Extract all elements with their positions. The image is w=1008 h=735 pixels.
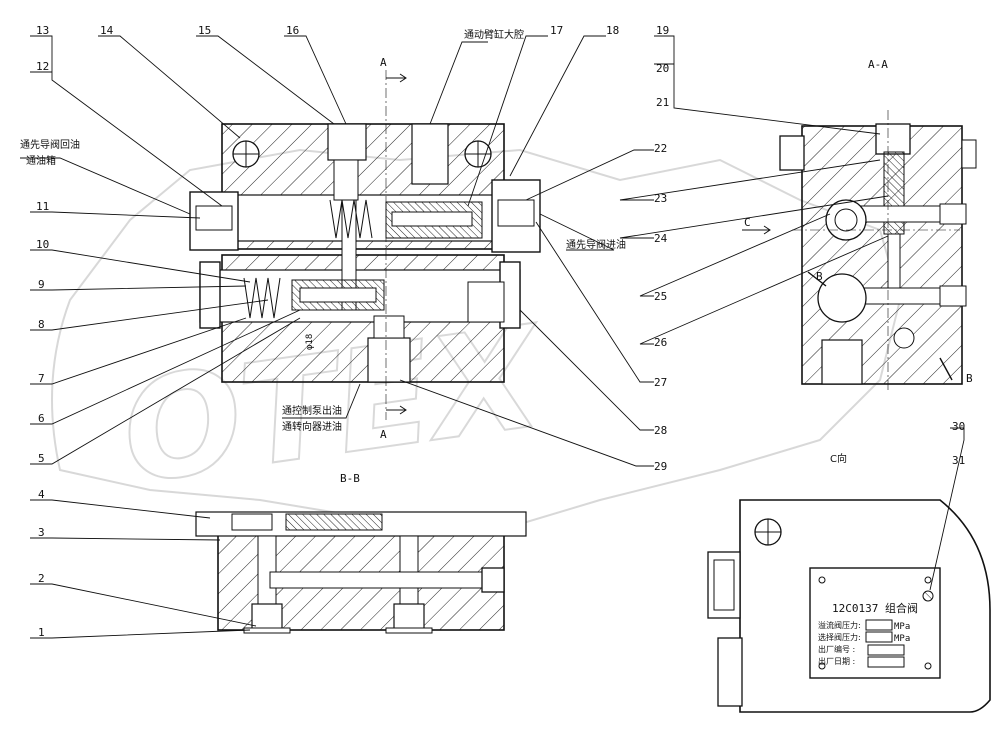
section-bb-view	[195, 511, 527, 634]
callout-13: 13	[36, 24, 49, 37]
view-label-c: C向	[830, 452, 847, 465]
callout-9: 9	[38, 278, 45, 291]
callout-17: 17	[550, 24, 563, 37]
callout-16: 16	[286, 24, 299, 37]
callout-3: 3	[38, 526, 45, 539]
callout-29: 29	[654, 460, 667, 473]
annotation-pilot-return-2: 通油箱	[26, 154, 56, 167]
arrow-label-b2: B	[816, 270, 823, 283]
callout-2: 2	[38, 572, 45, 585]
callout-19: 19	[656, 24, 669, 37]
callout-numbers: 13 12 11 10 9 8 7 6 5 4 3 2 1 14 15 16 1…	[36, 24, 965, 639]
arrow-label-b: B	[966, 372, 973, 385]
leader-lines	[20, 35, 965, 639]
callout-10: 10	[36, 238, 49, 251]
callout-5: 5	[38, 452, 45, 465]
main-section-view	[189, 70, 541, 420]
callout-30: 30	[952, 420, 965, 433]
callout-22: 22	[654, 142, 667, 155]
callout-27: 27	[654, 376, 667, 389]
nameplate-row-1-unit: MPa	[894, 622, 910, 632]
callout-1: 1	[38, 626, 45, 639]
nameplate: 12C0137 组合阀 溢流阀压力: MPa 选择阀压力: MPa 出厂编号 :…	[809, 567, 941, 679]
callout-23: 23	[654, 192, 667, 205]
nameplate-title: 12C0137 组合阀	[832, 601, 918, 615]
callout-20: 20	[656, 62, 669, 75]
view-label-aa: A-A	[868, 58, 888, 71]
nameplate-row-1-label: 溢流阀压力:	[818, 620, 861, 630]
watermark-gear-outline	[51, 148, 902, 532]
nameplate-row-2-unit: MPa	[894, 634, 910, 644]
annotation-control-pump: 通控制泵出油	[282, 404, 342, 417]
callout-8: 8	[38, 318, 45, 331]
callout-15: 15	[198, 24, 211, 37]
callout-12: 12	[36, 60, 49, 73]
nameplate-row-2-label: 选择阀压力:	[818, 632, 861, 642]
callout-25: 25	[654, 290, 667, 303]
callout-21: 21	[656, 96, 669, 109]
section-aa-view	[742, 110, 977, 390]
view-label-bb: B-B	[340, 472, 360, 485]
nameplate-row-3-label: 出厂编号 :	[818, 644, 855, 654]
callout-31: 31	[952, 454, 965, 467]
callout-26: 26	[654, 336, 667, 349]
view-labels: A-A B-B C向 A A B B C	[340, 56, 973, 485]
callout-6: 6	[38, 412, 45, 425]
arrow-label-c: C	[744, 216, 751, 229]
annotation-diameter: φ18	[305, 334, 315, 350]
arrow-label-a-top: A	[380, 56, 387, 69]
annotation-to-steering-cylinder: 通动臂缸大腔	[464, 28, 524, 41]
callout-28: 28	[654, 424, 667, 437]
callout-24: 24	[654, 232, 668, 245]
direction-c-view: 12C0137 组合阀 溢流阀压力: MPa 选择阀压力: MPa 出厂编号 :…	[707, 499, 991, 713]
annotation-pilot-return-1: 通先导阀回油	[20, 138, 80, 151]
callout-11: 11	[36, 200, 49, 213]
nameplate-row-4-label: 出厂日期 :	[818, 656, 855, 666]
annotation-steering-gear: 通转向器进油	[282, 420, 342, 433]
callout-4: 4	[38, 488, 45, 501]
callout-14: 14	[100, 24, 114, 37]
callout-7: 7	[38, 372, 45, 385]
arrow-label-a-bottom: A	[380, 428, 387, 441]
callout-18: 18	[606, 24, 619, 37]
annotation-pilot-inlet: 通先导阀进油	[566, 238, 626, 251]
annotations: 通动臂缸大腔 通先导阀回油 通油箱 通先导阀进油 通控制泵出油 通转向器进油 φ…	[20, 28, 626, 433]
